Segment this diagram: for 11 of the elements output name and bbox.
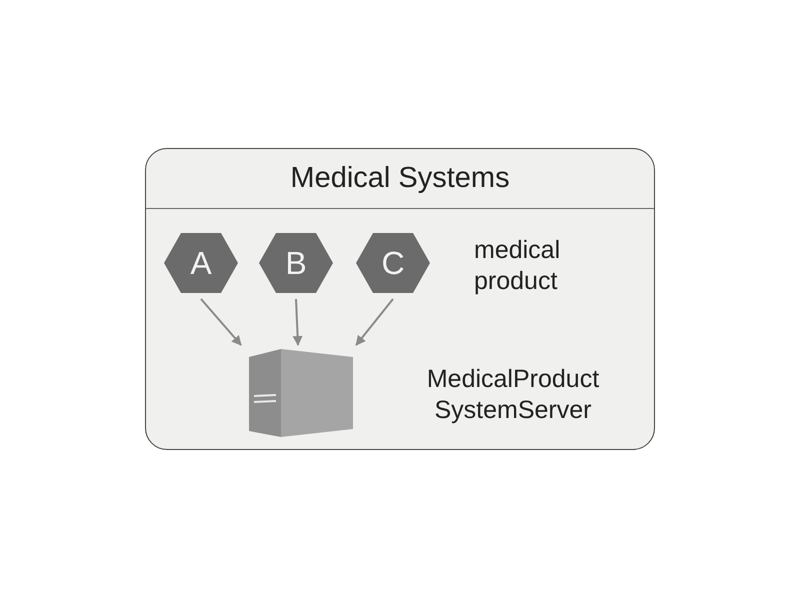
- arrow: [200, 298, 242, 346]
- arrow: [355, 298, 394, 346]
- hexagon-node: B: [259, 233, 333, 293]
- group-title: Medical Systems: [290, 162, 510, 195]
- server-label: MedicalProduct SystemServer: [426, 364, 600, 426]
- server-icon: [249, 349, 353, 437]
- arrow: [292, 298, 303, 346]
- hexagon-node: C: [356, 233, 430, 293]
- text-label: medical product: [474, 235, 562, 297]
- hexagon-node: A: [164, 233, 238, 293]
- group-container: [145, 148, 655, 450]
